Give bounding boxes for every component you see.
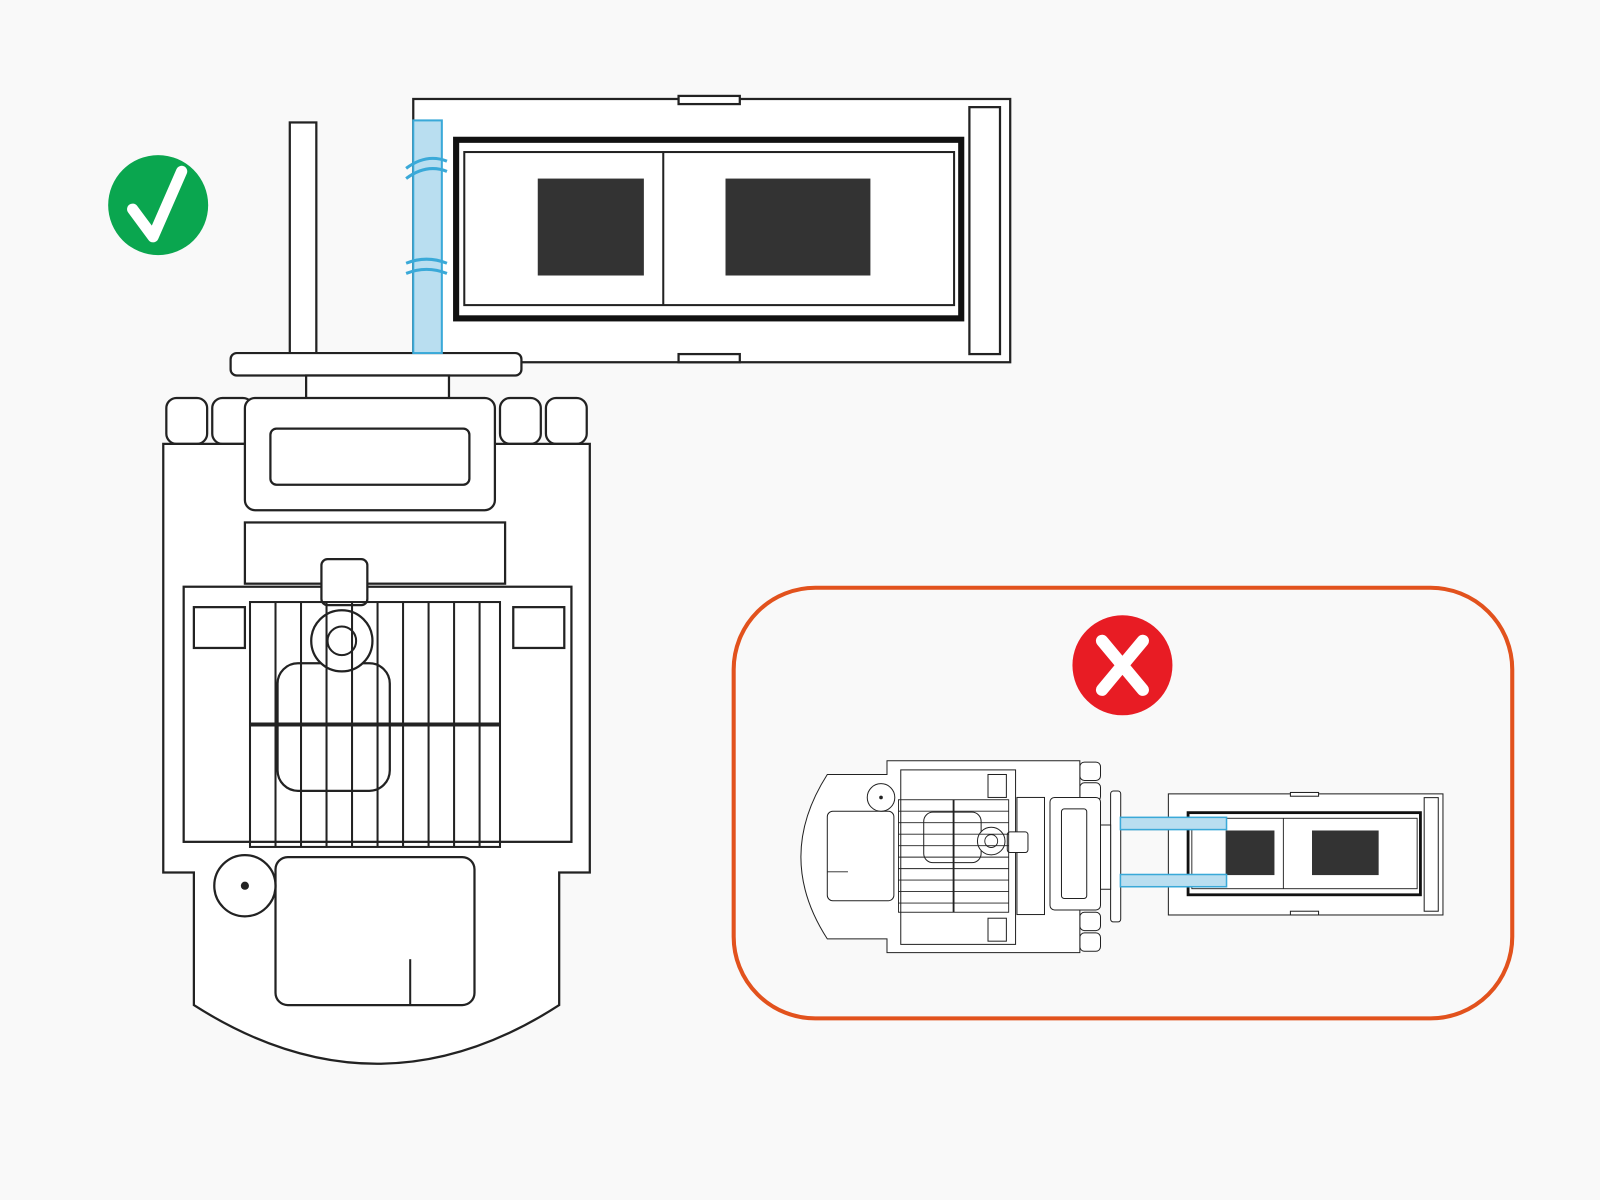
check-icon bbox=[108, 155, 209, 256]
x-icon bbox=[1072, 615, 1173, 716]
strap-highlight bbox=[405, 119, 448, 355]
incorrect-frame bbox=[731, 585, 1515, 1021]
container-on-fork-tips bbox=[1166, 791, 1445, 917]
forklift-top-view-small bbox=[799, 759, 1226, 954]
container-beside-forklift bbox=[413, 96, 1010, 362]
incorrect-scenario bbox=[731, 585, 1515, 1021]
correct-scenario bbox=[108, 96, 1010, 1064]
fork-strap-highlight bbox=[1119, 816, 1228, 888]
